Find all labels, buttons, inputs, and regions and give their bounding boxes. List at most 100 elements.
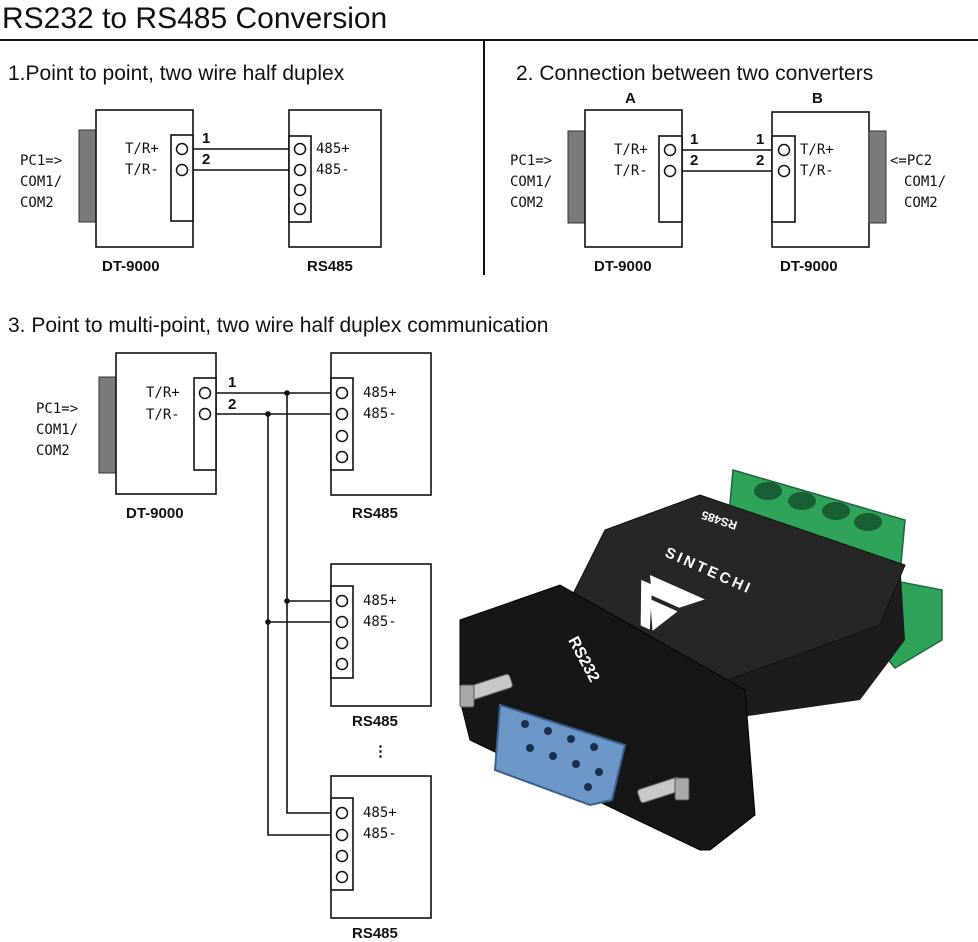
pc2-label: <=PC2 [890,153,932,169]
terminal-screw [175,142,189,156]
terminal-block [330,797,354,891]
rs485-minus-label: 485- [363,826,397,842]
db9-port [868,130,887,224]
junction-dot [265,619,271,625]
converter-label: DT-9000 [780,258,838,275]
terminal-screw [198,407,212,421]
thumbscrew-right [637,776,690,804]
terminal-block [193,377,217,471]
rs485-minus-label: 485- [363,406,397,422]
junction-dot [284,598,290,604]
terminal-screw [335,657,349,671]
tr-plus-label: T/R+ [125,141,159,157]
section-1-title: 1.Point to point, two wire half duplex [8,62,345,85]
pc1-label-line2: COM1/ [36,422,78,438]
db9-connector [493,703,627,807]
pc1-label-line2: COM1/ [20,174,62,190]
terminal-screw [335,636,349,650]
rs485-label: RS485 [352,925,398,942]
side-a-label: A [625,90,636,107]
section-3: 3. Point to multi-point, two wire half d… [8,314,548,942]
terminal-block [658,135,683,223]
wire-2-number: 2 [690,152,698,169]
terminal-screw [175,163,189,177]
terminal-screw [293,183,307,197]
pc1-label: PC1=> [510,153,552,169]
db9-port [567,130,586,224]
pc1-label-line3: COM2 [20,195,54,211]
rs485-plus-label: 485+ [363,385,397,401]
rs485-plus-label: 485+ [316,141,350,157]
terminal-screw [335,870,349,884]
db9-port [98,376,117,474]
tr-plus-label: T/R+ [800,142,834,158]
terminal-screw [335,407,349,421]
terminal-screw [335,615,349,629]
terminal-screw-hole [854,513,882,531]
pc1-label: PC1=> [36,401,78,417]
terminal-block [288,135,312,223]
terminal-screw [335,450,349,464]
wire-1-number: 1 [228,374,236,391]
terminal-block [330,585,354,679]
thumbscrew-left [459,673,513,708]
rs485-plus-label: 485+ [363,593,397,609]
wire-2-number: 2 [202,151,210,168]
terminal-block [771,135,796,223]
bus-wire-1 [286,393,335,814]
terminal-screw [335,386,349,400]
pc2-label-line3: COM2 [904,195,938,211]
tr-minus-label: T/R- [146,407,180,423]
rs485-minus-label: 485- [363,614,397,630]
side-b-label: B [812,90,823,107]
junction-dot [265,411,271,417]
rs485-label: RS485 [352,505,398,522]
rs485-plus-label: 485+ [363,805,397,821]
rs485-label: RS485 [307,258,353,275]
wire-1-number: 1 [690,131,698,148]
pc1-label-line3: COM2 [36,443,70,459]
db9-pin [584,783,592,791]
terminal-screw [335,828,349,842]
section-3-title: 3. Point to multi-point, two wire half d… [8,314,548,337]
wire-2-number: 2 [756,152,764,169]
db9-pin [549,752,557,760]
junction-dot [284,390,290,396]
wire-2-number: 2 [228,396,236,413]
terminal-screw [663,143,677,157]
section-1: 1.Point to point, two wire half duplex P… [8,62,382,275]
terminal-screw [335,806,349,820]
tr-minus-label: T/R- [614,163,648,179]
pc2-label-line2: COM1/ [904,174,946,190]
terminal-screw-hole [822,502,850,520]
tr-plus-label: T/R+ [614,142,648,158]
db9-pin [590,743,598,751]
terminal-screw [335,594,349,608]
pc1-label-line3: COM2 [510,195,544,211]
tr-plus-label: T/R+ [146,385,180,401]
bus-wire-2 [267,414,335,836]
terminal-screw [777,164,791,178]
db9-pin [572,760,580,768]
tr-minus-label: T/R- [125,162,159,178]
terminal-block [170,134,194,222]
converter-label: DT-9000 [126,505,184,522]
converter-label: DT-9000 [594,258,652,275]
terminal-screw-hole [788,492,816,510]
brand-logo-icon [640,575,705,631]
terminal-screw [293,163,307,177]
converter-label: DT-9000 [102,258,160,275]
product-illustration: RS232 RS485 SINTECHI [459,469,943,851]
terminal-screw [335,849,349,863]
page-title: RS232 to RS485 Conversion [2,2,387,35]
terminal-screw [335,429,349,443]
db9-pin [595,768,603,776]
terminal-screw [198,386,212,400]
more-devices-ellipsis: ⋮ [373,743,388,760]
wire-1-number: 1 [756,131,764,148]
db9-pin [544,727,552,735]
db9-pin [567,735,575,743]
rs485-label: RS485 [352,713,398,730]
terminal-screw [293,202,307,216]
